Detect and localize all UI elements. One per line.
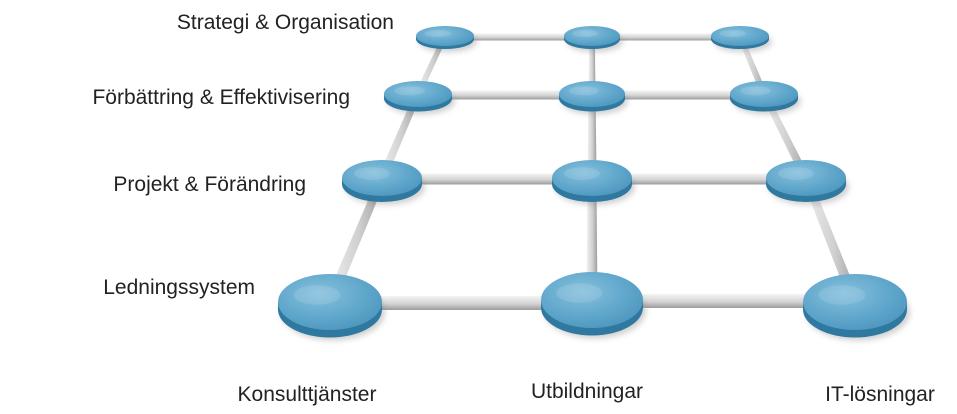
connector-vertical-konsult-3 — [324, 178, 387, 302]
node-projekt-it — [766, 160, 849, 205]
column-label-konsulttjanster: Konsulttjänster — [237, 383, 377, 406]
node-forbattring-it — [730, 81, 801, 115]
node-forbattring-konsult — [384, 81, 455, 115]
row-label-ledningssystem: Ledningssystem — [103, 276, 255, 299]
row-label-strategi: Strategi & Organisation — [176, 11, 394, 34]
connector-horizontal-strategi-1 — [445, 33, 592, 41]
connector-vertical-it-2 — [760, 94, 811, 178]
column-label-utbildningar: Utbildningar — [530, 380, 644, 403]
grid-nodes — [278, 26, 910, 341]
connector-vertical-konsult-2 — [377, 94, 422, 178]
node-strategi-it — [711, 26, 772, 52]
node-projekt-utbildning — [552, 160, 635, 205]
grid-connectors — [324, 33, 861, 310]
node-projekt-konsult — [342, 160, 425, 205]
node-ledningssystem-it — [803, 274, 910, 341]
node-strategi-utbildning — [564, 26, 623, 52]
column-label-it-losningar: IT-lösningar — [825, 383, 935, 406]
connector-horizontal-projekt-2 — [592, 173, 806, 185]
connector-vertical-it-3 — [801, 178, 861, 302]
connector-horizontal-strategi-2 — [592, 33, 740, 41]
row-label-projekt: Projekt & Förändring — [113, 173, 306, 196]
node-ledningssystem-utbildning — [541, 272, 646, 339]
connector-vertical-utbildning-3 — [586, 178, 598, 300]
connector-horizontal-ledningssystem-1 — [330, 296, 592, 310]
node-strategi-konsult — [416, 26, 477, 52]
connector-horizontal-forbattring-2 — [592, 90, 764, 100]
node-ledningssystem-konsult — [278, 274, 385, 341]
connector-horizontal-projekt-1 — [382, 173, 592, 185]
connector-horizontal-forbattring-1 — [418, 90, 592, 100]
connector-vertical-utbildning-2 — [587, 94, 597, 178]
row-label-forbattring: Förbättring & Effektivisering — [92, 86, 350, 109]
node-forbattring-utbildning — [559, 81, 628, 115]
connector-horizontal-ledningssystem-2 — [592, 294, 855, 308]
